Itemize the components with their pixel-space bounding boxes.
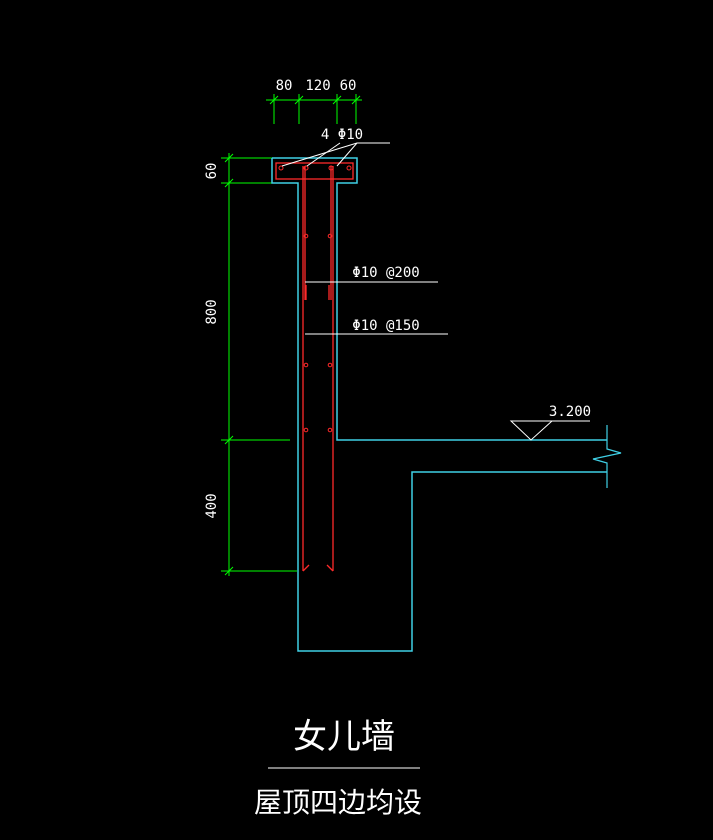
dim-left-1: 60 [204, 163, 220, 180]
dim-top-2: 120 [305, 78, 330, 94]
drawing-subtitle: 屋顶四边均设 [254, 786, 422, 819]
dim-left-2: 800 [204, 299, 220, 324]
rebar-top-label: 4 Φ10 [321, 127, 363, 143]
rebar-vertical-label: Φ10 @150 [352, 318, 419, 334]
leader-lines [281, 142, 590, 441]
concrete-outline [271, 157, 622, 652]
rebar-stirrup-label: Φ10 @200 [352, 265, 419, 281]
top-dimension-chain [266, 94, 362, 124]
left-dimension-chain [221, 153, 297, 576]
rebar-dots [278, 165, 352, 433]
drawing-title: 女儿墙 [293, 717, 395, 757]
elevation-label: 3.200 [549, 404, 591, 420]
rebar [275, 162, 354, 572]
dim-top-1: 80 [276, 78, 293, 94]
dim-top-3: 60 [340, 78, 357, 94]
dim-left-3: 400 [204, 493, 220, 518]
